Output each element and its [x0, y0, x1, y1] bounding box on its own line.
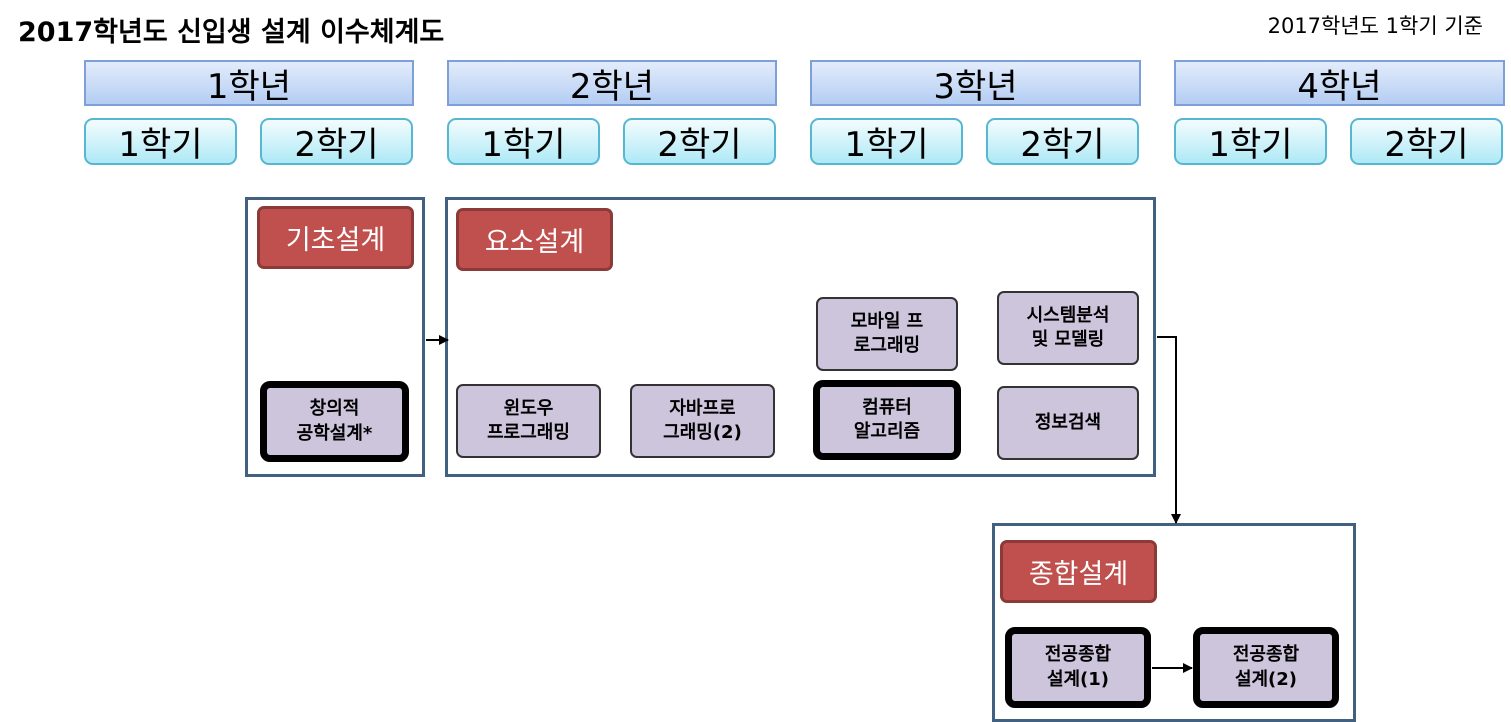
year-1-semester-2: 2학기	[260, 118, 413, 165]
course-name-line1: 전공종합	[1232, 644, 1300, 666]
course-name-line2: 그래밍(2)	[663, 422, 742, 443]
year-4-semester-2: 2학기	[1350, 118, 1503, 165]
arrow-element-to-capstone	[1157, 336, 1181, 524]
course-name-line2: 설계(1)	[1046, 668, 1110, 690]
year-4-header: 4학년	[1174, 60, 1505, 107]
course-name-line2: 알고리즘	[853, 421, 921, 442]
year-1-semester-1: 1학기	[84, 118, 237, 165]
capstone-design-tag: 종합설계	[1000, 540, 1157, 603]
course-name-line2: 로그래밍	[853, 335, 921, 356]
course-creative-engineering-design: 창의적 공학설계*	[260, 381, 409, 462]
course-capstone-design-1: 전공종합 설계(1)	[1005, 627, 1151, 708]
course-windows-programming: 윈도우 프로그래밍	[456, 384, 601, 458]
course-name-line2: 공학설계*	[296, 422, 373, 444]
year-3-semester-1: 1학기	[810, 118, 963, 165]
course-mobile-programming: 모바일 프 로그래밍	[816, 297, 958, 371]
course-computer-algorithms: 컴퓨터 알고리즘	[813, 380, 961, 460]
year-2-header: 2학년	[447, 60, 777, 107]
year-2-semester-1: 1학기	[447, 118, 600, 165]
course-name-line1: 전공종합	[1044, 644, 1112, 666]
element-design-tag: 요소설계	[456, 208, 613, 271]
year-3-header: 3학년	[810, 60, 1141, 107]
year-2-semester-2: 2학기	[623, 118, 776, 165]
course-name-line1: 컴퓨터	[862, 396, 912, 418]
course-name-line1: 모바일 프	[850, 310, 924, 332]
course-system-analysis-modeling: 시스템분석 및 모델링	[997, 291, 1139, 365]
basic-design-tag: 기초설계	[257, 206, 414, 269]
course-capstone-design-2: 전공종합 설계(2)	[1193, 627, 1339, 708]
basis-note: 2017학년도 1학기 기준	[1267, 14, 1483, 38]
course-information-retrieval: 정보검색	[997, 386, 1139, 460]
year-4-semester-1: 1학기	[1174, 118, 1327, 165]
course-name-line1: 시스템분석	[1026, 304, 1110, 326]
course-name-line2: 및 모델링	[1031, 329, 1105, 350]
course-name-line1: 윈도우	[503, 397, 554, 419]
course-name-line1: 창의적	[309, 398, 360, 420]
course-java-programming-2: 자바프로 그래밍(2)	[630, 384, 775, 458]
year-3-semester-2: 2학기	[986, 118, 1139, 165]
course-name-line2: 설계(2)	[1234, 668, 1298, 690]
course-name-line2: 프로그래밍	[487, 422, 570, 443]
course-name-line1: 정보검색	[1034, 411, 1102, 433]
page-title: 2017학년도 신입생 설계 이수체계도	[18, 17, 445, 48]
year-1-header: 1학년	[84, 60, 414, 107]
course-name-line1: 자바프로	[669, 397, 736, 419]
